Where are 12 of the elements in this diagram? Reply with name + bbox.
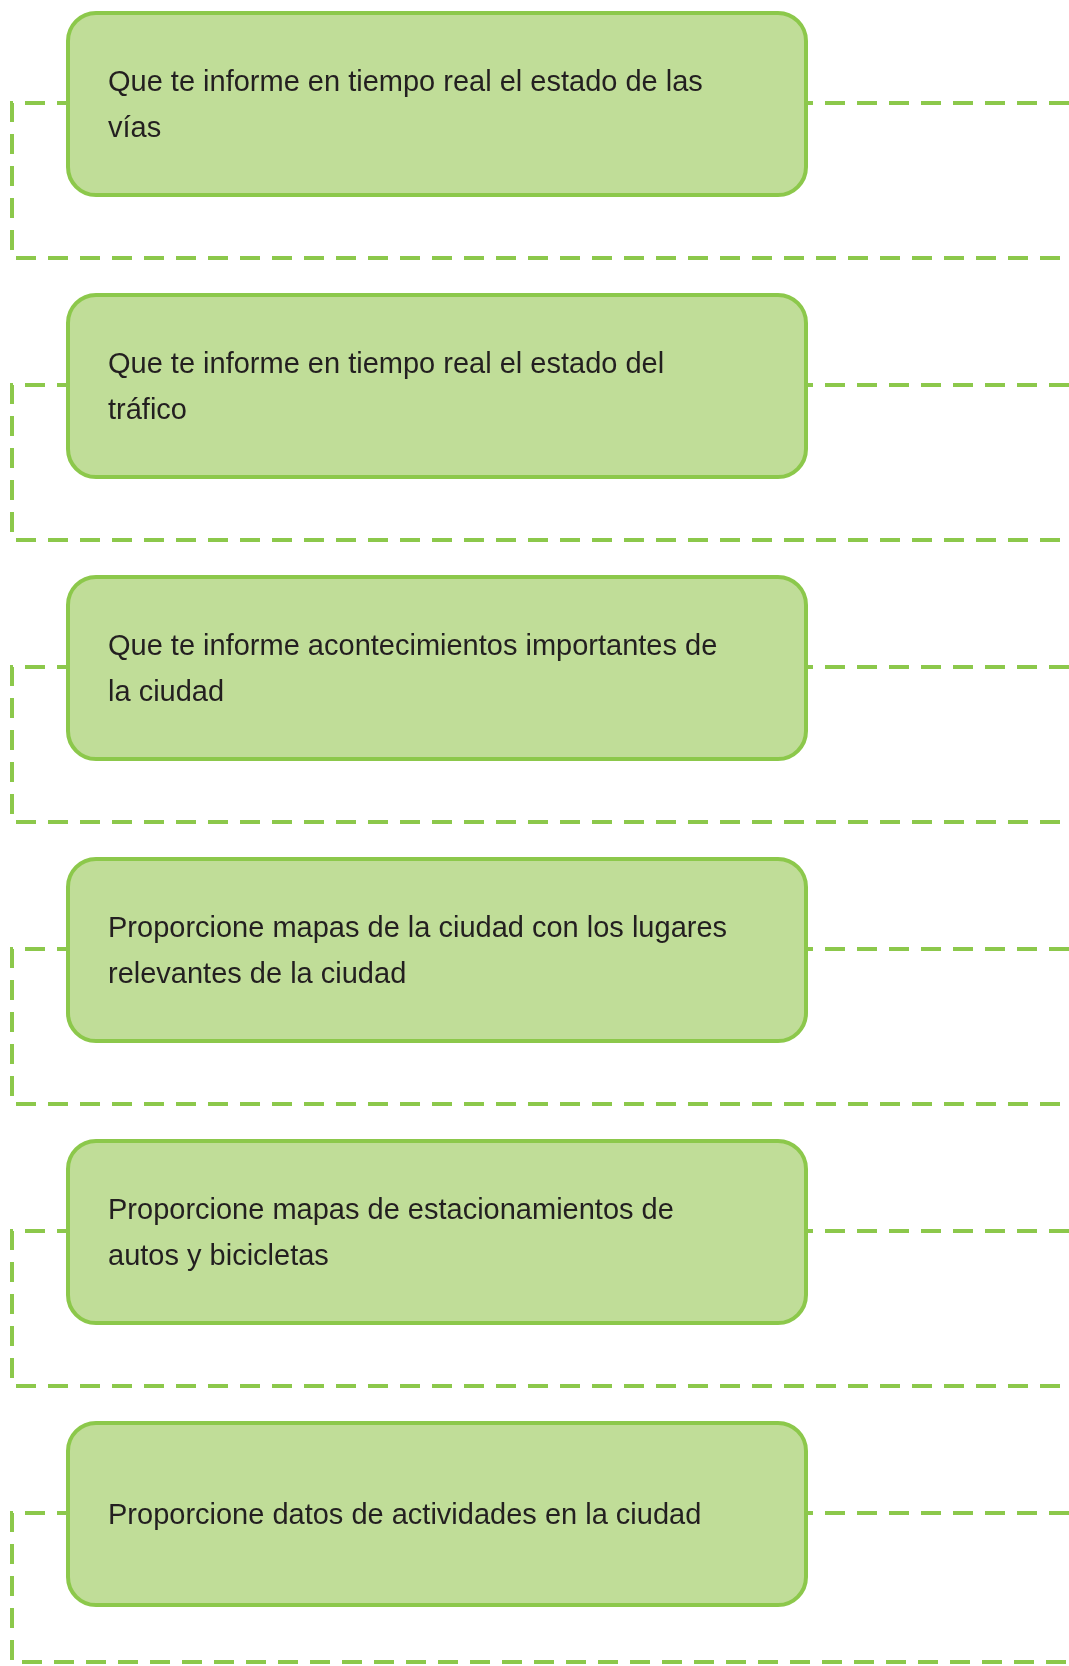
box-text: Que te informe en tiempo real el estado del tráfico — [108, 345, 666, 427]
rounded-box — [66, 1139, 808, 1325]
rounded-box — [66, 857, 808, 1043]
box-text: Proporcione mapas de la ciudad con los lugares relevantes de la ciudad — [108, 909, 728, 991]
rounded-box — [66, 11, 808, 197]
rounded-box — [66, 293, 808, 479]
box-text: Proporcione mapas de estacionamientos de autos y bicicletas — [108, 1191, 675, 1273]
box-text: Que te informe acontecimientos importantes de la ciudad — [108, 627, 719, 709]
box-text: Que te informe en tiempo real el estado de las vías — [108, 63, 704, 145]
rounded-box — [66, 575, 808, 761]
rounded-box — [66, 1421, 808, 1607]
box-text: Proporcione datos de actividades en la ciudad — [108, 1496, 703, 1532]
